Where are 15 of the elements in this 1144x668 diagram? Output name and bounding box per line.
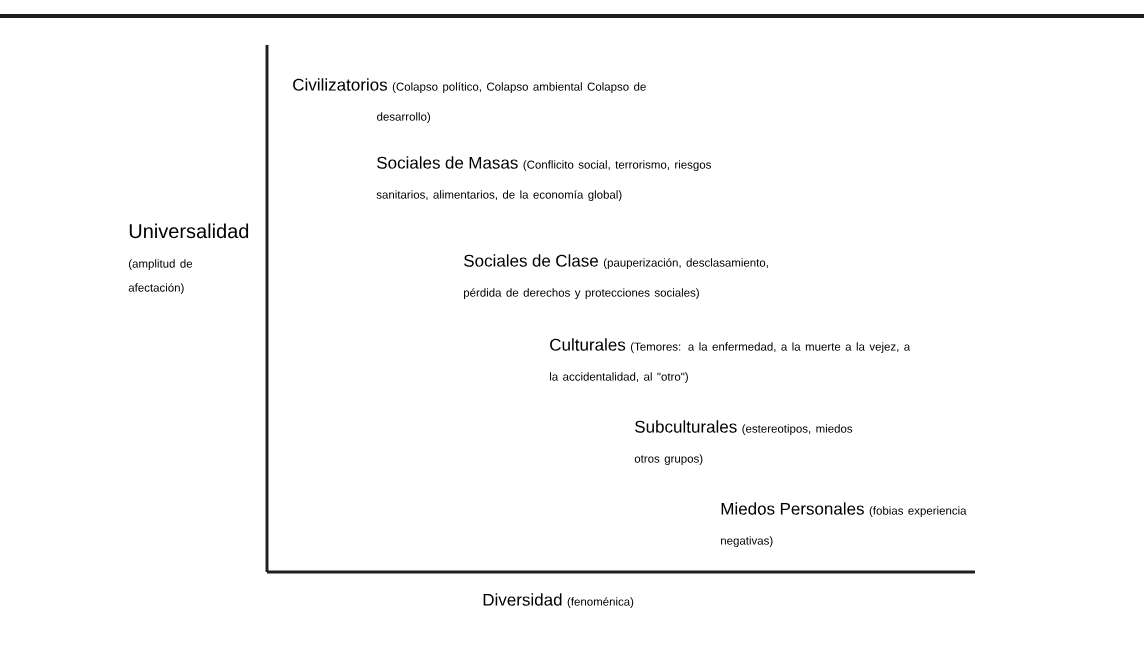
category-label: Subculturales (estereotipos, miedos otros grupos) <box>634 420 853 465</box>
label: Subculturales <box>635 420 737 433</box>
category-label: Civilizatorios (Colapso político, Colapso ambiental Colapso de desarrollo) <box>293 78 646 123</box>
category-label: Miedos Personales (fobias experiencia negativas) <box>721 502 967 547</box>
label: (estereotipos, miedos <box>742 424 853 435</box>
axis-title: Universalidad <box>129 223 249 239</box>
label: negativas) <box>721 536 773 547</box>
axis-note: (amplitud de afectación) <box>128 259 193 294</box>
category-label: Sociales de Masas (Conflicito social, terrorismo, riesgos sanitarios, alimentarios, de la economía global) <box>376 156 711 201</box>
category-label: Culturales (Temores: a la enfermedad, a la muerte a la vejez, a la accidentalidad, al "otro") <box>550 338 911 383</box>
label: Miedos Personales <box>721 502 864 515</box>
category-label: Diversidad (fenoménica) <box>483 593 634 608</box>
label: otros grupos) <box>634 454 703 465</box>
category-label: Sociales de Clase (pauperización, desclasamiento, pérdida de derechos y protecciones sociales) <box>464 254 768 299</box>
label: (fobias experiencia <box>869 506 967 517</box>
